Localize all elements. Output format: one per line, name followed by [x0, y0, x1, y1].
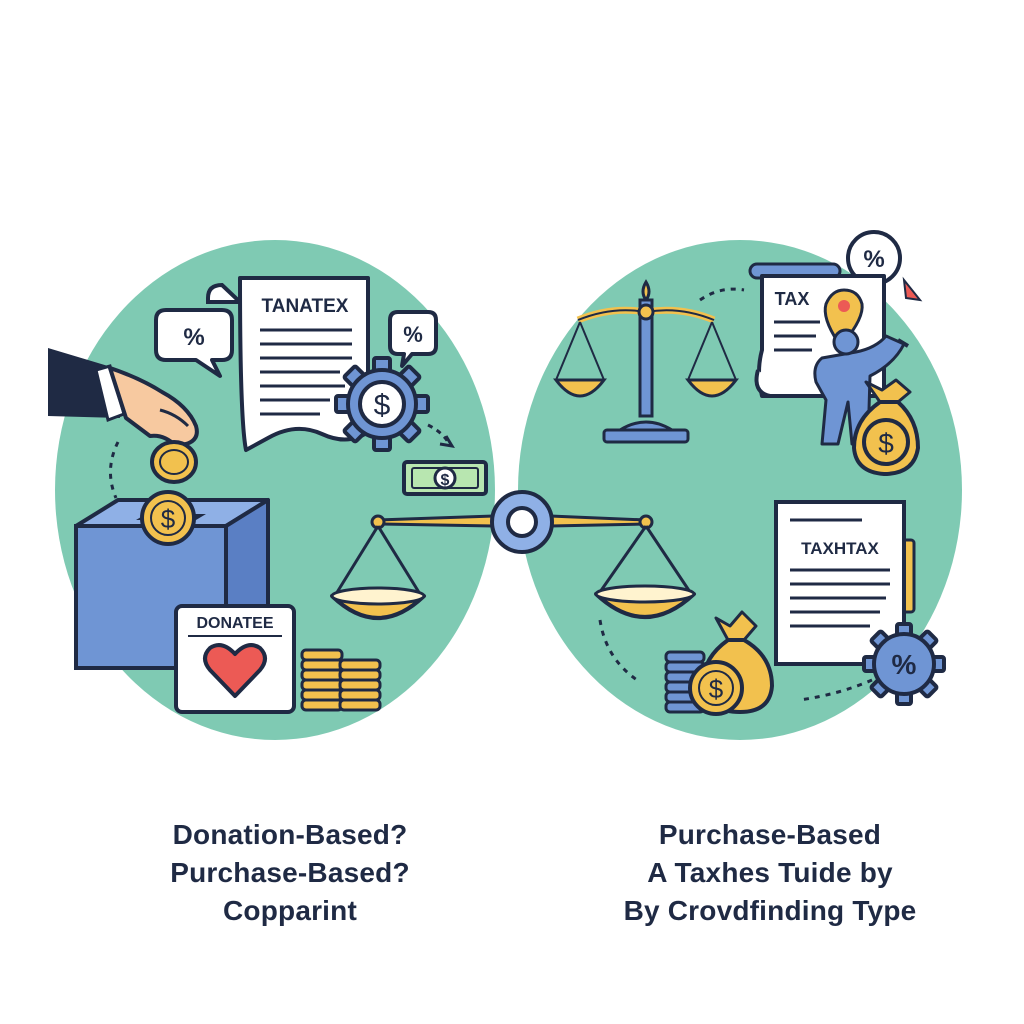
gear-percent-icon: % [862, 622, 946, 706]
hand-icon [48, 348, 199, 448]
person-icon [813, 328, 910, 446]
gear-dollar-icon: $ [334, 356, 430, 452]
falling-coin-icon [150, 440, 198, 484]
percent-bubble-right: % [388, 310, 438, 368]
left-panel: TANATEX % % [48, 240, 495, 740]
tax-document-label: TAX [775, 289, 810, 309]
money-bag-icon: $ [851, 378, 921, 477]
pointer-icon [902, 276, 923, 302]
left-caption-line: Copparint [222, 895, 357, 926]
gear-label: % [892, 649, 917, 680]
heart-icon [203, 643, 267, 698]
right-caption: Purchase-Based A Taxhes Tuide by By Crov… [560, 816, 980, 930]
bill-symbol: $ [441, 472, 450, 489]
percent-bubble-left: % [154, 308, 234, 378]
bubble-left-label: % [183, 324, 204, 351]
location-pin-icon [823, 288, 864, 344]
right-caption-line: A Taxhes Tuide by [647, 857, 893, 888]
coin-icon: $ [688, 660, 744, 716]
donate-card: DONATEE [174, 604, 296, 714]
donate-card-label: DONATEE [196, 615, 273, 632]
gear-symbol: $ [374, 389, 391, 422]
left-caption-line: Purchase-Based? [170, 857, 410, 888]
tax-document2-icon: TAXHTAX [774, 500, 916, 666]
right-caption-line: Purchase-Based [658, 819, 882, 850]
right-panel: % TAX $ [518, 230, 962, 740]
banknote-icon: $ [402, 460, 488, 496]
coin-symbol: $ [709, 674, 724, 704]
tax-document2-label: TAXHTAX [801, 539, 879, 558]
badge-label: % [863, 246, 884, 273]
document-label: TANATEX [262, 296, 349, 317]
left-caption-line: Donation-Based? [172, 819, 408, 850]
bag-symbol: $ [878, 428, 894, 459]
right-caption-line: By Crovdfinding Type [623, 895, 917, 926]
balance-scale-icon [552, 279, 740, 444]
left-caption: Donation-Based? Purchase-Based? Copparin… [110, 816, 470, 930]
coin-stack-icon [300, 648, 382, 712]
coin-symbol: $ [161, 504, 176, 534]
bubble-right-label: % [403, 322, 423, 347]
coin-icon: $ [140, 490, 196, 546]
center-balance-scale-icon [330, 490, 696, 620]
